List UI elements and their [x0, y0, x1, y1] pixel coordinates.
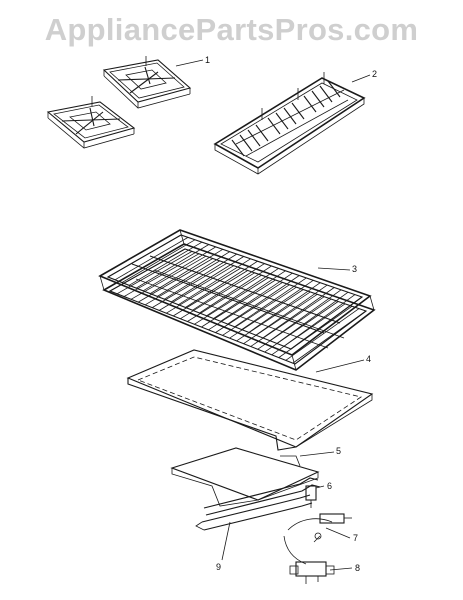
- rack-wire: [201, 279, 276, 328]
- rack-wire: [229, 289, 304, 339]
- rack-wire: [222, 286, 297, 336]
- leader-line-7: [325, 527, 351, 539]
- callout-2: 2: [372, 69, 377, 79]
- callout-9: 9: [216, 562, 221, 572]
- rack-wire: [142, 246, 217, 292]
- burner-grate-rear: [102, 56, 192, 109]
- rack-wire: [213, 270, 286, 319]
- part-3-oven-racks: 3: [98, 229, 376, 371]
- callout-5: 5: [336, 446, 341, 456]
- part-2-continuous-grate: 2: [213, 69, 377, 175]
- rack-wire: [187, 274, 262, 322]
- leader-line-2: [351, 74, 371, 83]
- rack-wire: [292, 310, 367, 364]
- rack-wire: [157, 251, 230, 297]
- rack-wire: [185, 260, 258, 308]
- callout-4: 4: [366, 354, 371, 364]
- rack-wire: [130, 255, 207, 300]
- callout-6: 6: [327, 481, 332, 491]
- rack-wire: [269, 289, 342, 342]
- leader-line-4: [315, 359, 365, 373]
- part-4-bottom-panel: 4: [126, 349, 374, 451]
- rack-wire: [164, 253, 237, 300]
- rack-wire: [173, 270, 248, 317]
- callout-3: 3: [352, 264, 357, 274]
- rack-wire: [194, 277, 269, 325]
- part-9-broil-burner: 9: [195, 494, 313, 572]
- callout-8: 8: [355, 563, 360, 573]
- callout-7: 7: [353, 533, 358, 543]
- rack-wire: [215, 284, 290, 333]
- rack-wire: [151, 262, 228, 308]
- leader-line-8: [329, 567, 353, 571]
- part-1-burner-grates: 1: [46, 55, 210, 149]
- rack-wire: [135, 244, 210, 289]
- rack-wire: [255, 284, 328, 336]
- leader-line-5: [299, 451, 335, 457]
- rack-wire: [208, 282, 283, 331]
- rack-wire: [290, 296, 363, 350]
- rack-wire: [178, 258, 251, 306]
- rack-wire: [144, 260, 221, 306]
- leader-line-3: [317, 267, 351, 271]
- rack-wire: [236, 291, 311, 342]
- rack-wire: [192, 263, 265, 311]
- rack-wire: [114, 237, 189, 281]
- rack-wire: [171, 256, 244, 303]
- rack-wire: [180, 272, 255, 320]
- leader-line-9: [221, 521, 231, 561]
- leader-line-1: [175, 59, 204, 67]
- rack-wire: [121, 239, 196, 283]
- rack-wire: [199, 265, 272, 314]
- leader-line-6: [315, 485, 325, 489]
- rack-wire: [206, 268, 279, 317]
- rack-wire: [262, 287, 335, 339]
- rack-wire: [137, 258, 214, 303]
- callout-1: 1: [205, 55, 210, 65]
- rack-wire: [285, 308, 360, 361]
- part-6-bake-burner: 6: [203, 477, 332, 516]
- rack-wire: [149, 248, 224, 294]
- rack-wire: [283, 294, 356, 347]
- rack-wire: [276, 291, 349, 344]
- rack-wire: [159, 265, 234, 311]
- rack-wire: [166, 267, 241, 314]
- part-5-burner-baffle: 5: [170, 446, 341, 507]
- part-8-gas-valve: 8: [283, 535, 360, 584]
- rack-wire: [128, 241, 203, 286]
- burner-grate-front: [46, 96, 136, 149]
- part-7-igniter: 7: [287, 513, 358, 543]
- rack-wire: [107, 234, 182, 278]
- watermark: AppliancePartsPros.com: [44, 12, 419, 47]
- grate-fingers: [231, 72, 349, 157]
